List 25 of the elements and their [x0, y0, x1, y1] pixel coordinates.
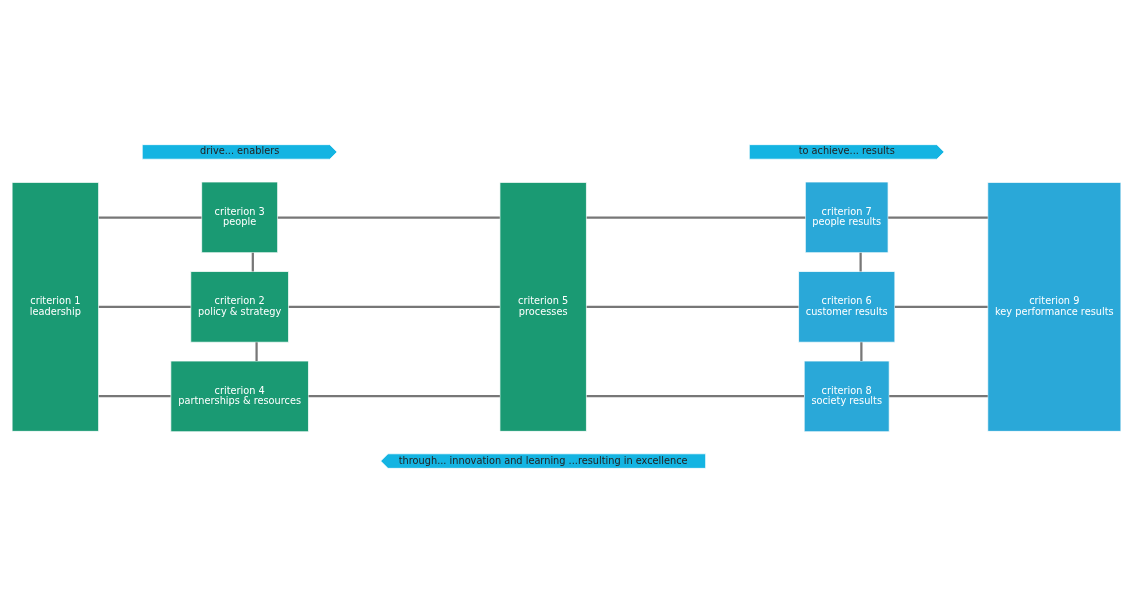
connector [860, 342, 863, 361]
node-box: criterion 7 people results [804, 181, 889, 254]
connector [586, 305, 799, 308]
node-box: criterion 2 policy & strategy [190, 271, 289, 343]
connector [251, 252, 254, 272]
connector [98, 216, 202, 219]
connector [586, 395, 805, 398]
node-box: criterion 4 partnerships & resources [170, 360, 309, 433]
node-box: criterion 8 society results [803, 360, 890, 433]
connector [859, 252, 862, 272]
connector [98, 305, 191, 308]
node-box: criterion 5 processes [499, 182, 587, 432]
connector [98, 395, 171, 398]
node-box: criterion 1 leadership [11, 182, 99, 432]
connector [894, 305, 988, 308]
connector [288, 305, 500, 308]
connector [308, 395, 500, 398]
connector [586, 216, 806, 219]
connector [277, 216, 500, 219]
connector [255, 342, 258, 361]
node-box: criterion 9 key performance results [987, 182, 1122, 432]
node-box: criterion 3 people [201, 181, 278, 254]
node-box: criterion 6 customer results [798, 271, 896, 343]
connector [889, 395, 988, 398]
connector [888, 216, 988, 219]
